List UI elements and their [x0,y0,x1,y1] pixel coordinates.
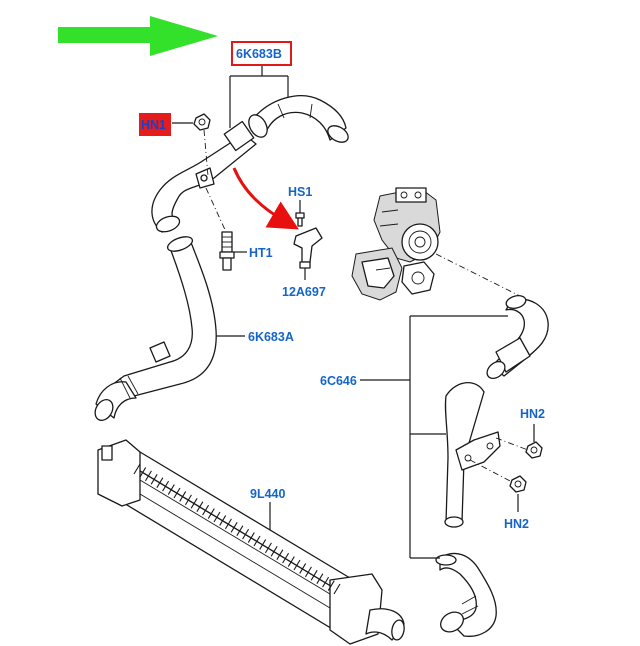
callout-hn2-top[interactable]: HN2 [520,407,545,421]
intercooler-fins [133,463,341,595]
intercooler-fin [173,487,181,499]
callout-hn2-bottom[interactable]: HN2 [504,517,529,531]
callout-main-part[interactable]: 6K683B [236,47,282,61]
intercooler-fin [293,559,301,571]
red-curved-arrow-icon [232,167,299,230]
intercooler-fin [150,474,158,485]
intercooler-fin [179,491,187,502]
intercooler-fin [230,522,238,533]
intercooler-fin [167,484,175,495]
intercooler-fin [247,532,255,543]
leader-main-part [229,66,289,128]
intercooler-fin [213,511,221,523]
pipe-6k683a [94,236,245,421]
highlight-box [231,41,292,66]
callout-pipe-a[interactable]: 6K683A [248,330,294,344]
intercooler-fin [253,535,261,547]
ht1-stud [205,187,247,271]
intercooler-fin [333,583,341,595]
turbo-centerline [435,253,521,297]
intercooler-fin [304,566,312,578]
green-pointer-arrow-icon [58,16,218,56]
callout-hose-group[interactable]: 6C646 [320,374,357,388]
callout-hs1[interactable]: HS1 [288,185,312,199]
intercooler-fin [162,480,170,492]
callout-hn1[interactable]: HN1 [141,118,166,132]
hn2-nut-bottom [469,459,527,512]
hose-middle-right [444,382,501,528]
intercooler-fin [144,470,152,482]
intercooler-fin [242,528,250,540]
hn2-nut-top [495,424,543,459]
intercooler-fin [190,498,198,509]
callout-ht1[interactable]: HT1 [249,246,273,260]
intercooler-fin [133,463,141,475]
intercooler-fin [316,573,324,584]
leader-hose-group [360,315,508,559]
intercooler-fin [202,504,210,516]
intercooler-fin [299,563,307,574]
intercooler-fin [264,542,272,554]
intercooler-fin [196,501,204,512]
callout-intercooler[interactable]: 9L440 [250,487,285,501]
hn1-highlight [139,113,171,136]
intercooler-fin [156,477,164,488]
upper-hose [248,95,349,143]
intercooler-fin [219,515,227,526]
hose-lower-right [435,552,497,637]
intercooler-fin [184,494,192,506]
hs1-screw [295,200,305,227]
hn1-nut [172,113,211,177]
intercooler-fin [282,552,290,564]
intercooler-fin [327,580,335,591]
intercooler-fin [322,576,330,588]
turbocharger [351,187,441,301]
intercooler-fin [207,508,215,519]
intercooler [97,439,405,645]
intercooler-fin [224,518,232,530]
intercooler-fin [310,570,318,581]
callout-sensor[interactable]: 12A697 [282,285,326,299]
intercooler-fin [236,525,244,536]
intercooler-fin [276,549,284,560]
intercooler-fin [259,539,267,550]
intercooler-fin [287,556,295,567]
intercooler-fin [139,467,147,478]
sensor-12a697 [293,227,323,280]
upper-metal-pipe [151,120,257,233]
intercooler-fin [270,546,278,557]
hose-upper-right [486,295,549,380]
